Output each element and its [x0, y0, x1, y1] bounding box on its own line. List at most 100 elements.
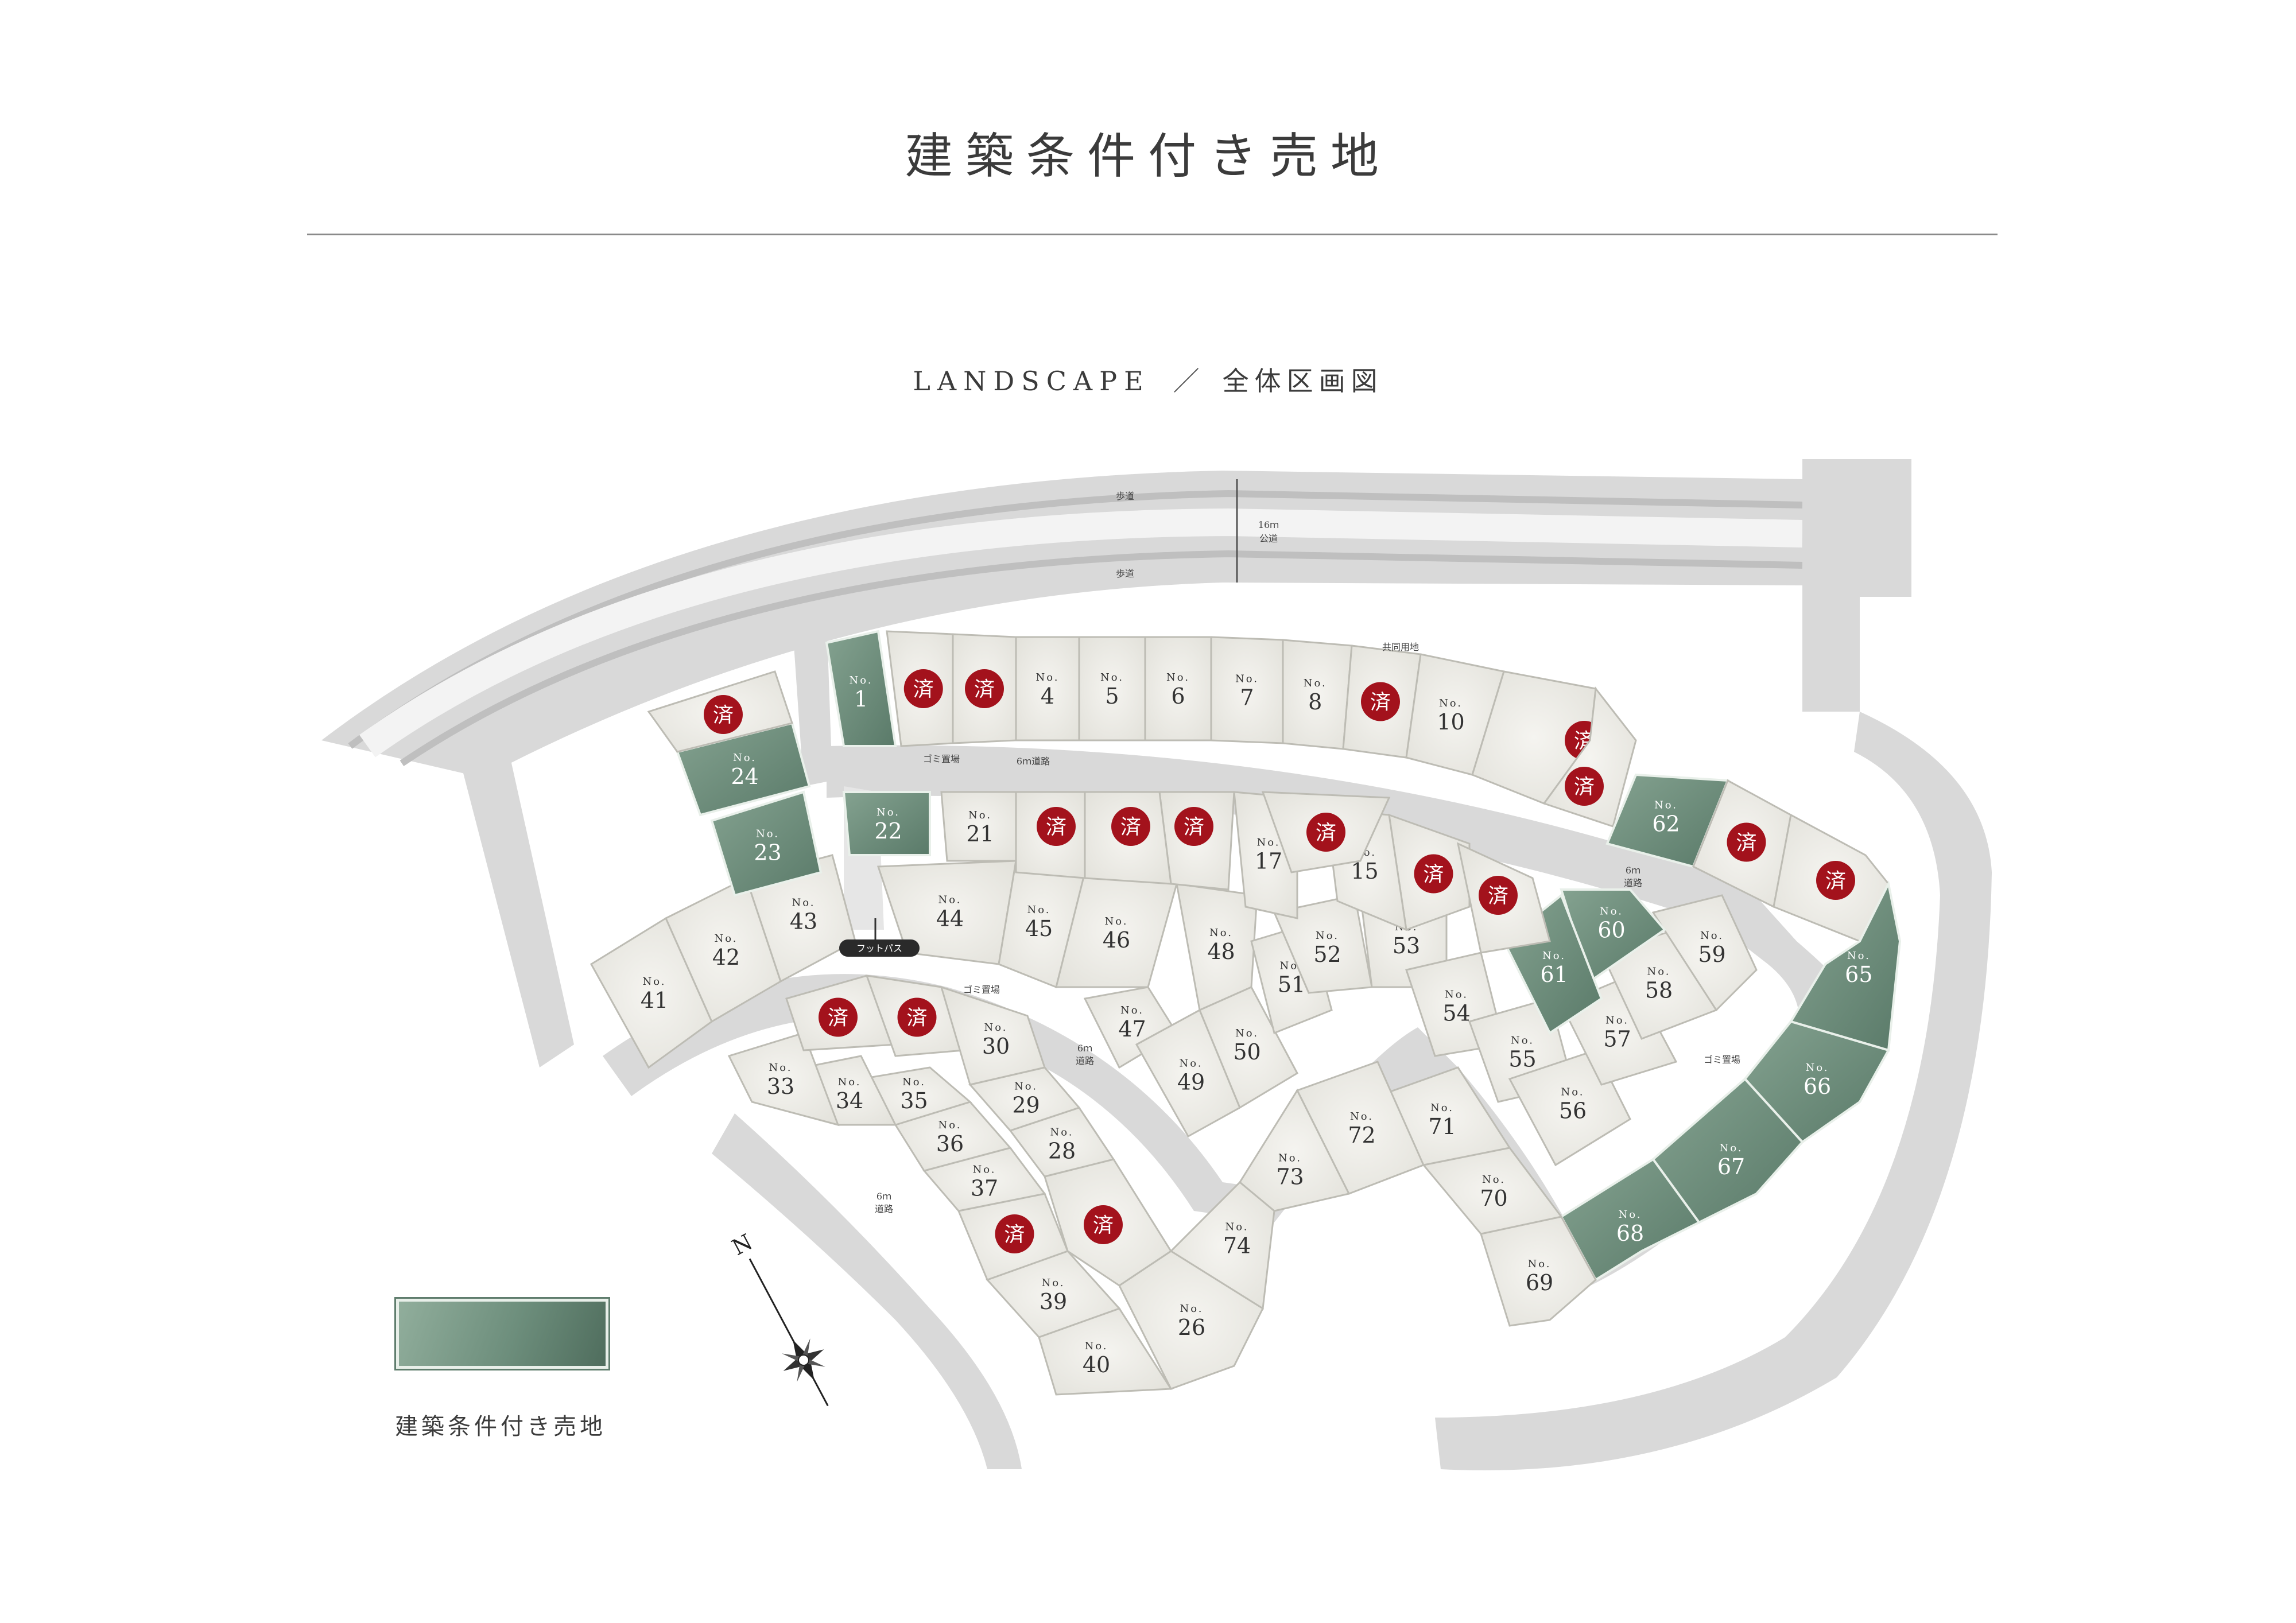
lot-number-label: 65	[1845, 962, 1872, 987]
lot-5[interactable]: No.5	[1078, 636, 1146, 741]
lot-16[interactable]: 済	[1456, 842, 1551, 954]
lot-8[interactable]: No.8	[1282, 639, 1353, 750]
lot-14[interactable]: 済	[1388, 813, 1471, 931]
lot-number-label: 10	[1437, 709, 1464, 735]
lot-prefix-label: No.	[1120, 1004, 1144, 1016]
lot-72[interactable]: No.72	[1296, 1061, 1425, 1195]
sold-badge-icon	[1816, 861, 1855, 900]
lot-number-label: 35	[900, 1088, 928, 1113]
lot-23[interactable]: No.23	[710, 790, 823, 897]
lot-1[interactable]: No.1	[825, 630, 897, 747]
lot-67[interactable]: No.67	[1651, 1077, 1804, 1224]
lot-39[interactable]: No.39	[986, 1250, 1121, 1338]
road-6m-label-south-b: 道路	[875, 1203, 893, 1214]
lot-shape	[940, 985, 1046, 1086]
lot-prefix-label: No.	[1209, 927, 1233, 939]
sold-badge-icon	[704, 695, 743, 734]
lot-7[interactable]: No.7	[1210, 636, 1284, 744]
lot-2[interactable]: 済	[886, 630, 954, 747]
lot-30[interactable]: No.30	[940, 985, 1046, 1086]
sold-badge-icon	[1361, 682, 1400, 721]
lot-20[interactable]: 済	[1084, 791, 1172, 885]
lot-66[interactable]: No.66	[1743, 1020, 1890, 1144]
lot-9[interactable]: 済	[1342, 644, 1422, 759]
lot-10[interactable]: No.10	[1405, 653, 1505, 776]
sold-badge-icon	[965, 669, 1004, 708]
lot-21[interactable]: No.21	[940, 791, 1017, 862]
sold-mark-label: 済	[1825, 869, 1846, 893]
lot-number-label: 50	[1233, 1039, 1261, 1065]
lot-prefix-label: No.	[792, 897, 816, 909]
lot-number-label: 45	[1025, 916, 1053, 941]
lot-25[interactable]: 済	[647, 670, 793, 753]
lot-number-label: 5	[1105, 684, 1119, 709]
lot-number-label: 55	[1508, 1047, 1536, 1072]
lot-prefix-label: No.	[756, 828, 779, 840]
lot-26[interactable]: No.26	[1118, 1250, 1264, 1390]
lot-18[interactable]: 済	[1261, 791, 1391, 873]
lot-prefix-label: No.	[1278, 1152, 1302, 1164]
lot-59[interactable]: No.59	[1651, 894, 1758, 1012]
lot-48[interactable]: No.48	[1176, 883, 1258, 1012]
lot-3[interactable]: 済	[952, 633, 1017, 744]
sold-badge-icon	[1414, 854, 1453, 894]
lot-number-label: 37	[971, 1176, 998, 1201]
lot-prefix-label: No.	[1036, 671, 1060, 684]
lot-74[interactable]: No.74	[1169, 1181, 1275, 1310]
lot-prefix-label: No.	[1511, 1035, 1534, 1047]
lot-36[interactable]: No.36	[894, 1101, 1012, 1172]
lot-shape	[1743, 1020, 1890, 1144]
sold-mark-label: 済	[1046, 816, 1066, 839]
lot-prefix-label: No.	[1350, 1111, 1374, 1123]
lot-prefix-label: No.	[973, 1164, 996, 1176]
lot-28[interactable]: No.28	[1009, 1106, 1115, 1178]
lot-4[interactable]: No.4	[1015, 636, 1080, 741]
lot-60[interactable]: No.60	[1560, 888, 1666, 984]
sold-mark-label: 済	[1316, 821, 1336, 845]
lot-50[interactable]: No.50	[1199, 986, 1298, 1109]
lot-63[interactable]: 済	[1692, 779, 1792, 908]
sold-mark-label: 済	[1574, 775, 1595, 799]
lot-number-label: 52	[1313, 942, 1341, 967]
lot-prefix-label: No.	[1847, 950, 1871, 962]
lot-42[interactable]: No.42	[665, 876, 782, 1023]
lot-19[interactable]: 済	[1158, 791, 1235, 891]
lot-68[interactable]: No.68	[1560, 1158, 1701, 1282]
lot-52[interactable]: No.52	[1273, 894, 1373, 994]
garbage-label-east: ゴミ置場	[1704, 1054, 1740, 1065]
lot-34[interactable]: No.34	[802, 1055, 897, 1126]
lot-prefix-label: No.	[1050, 1127, 1074, 1139]
lot-47[interactable]: No.47	[1083, 986, 1178, 1069]
lot-number-label: 39	[1040, 1289, 1067, 1314]
lot-31[interactable]: 済	[865, 974, 966, 1057]
page-title: 建築条件付き売地	[904, 128, 1391, 184]
lot-32[interactable]: 済	[785, 974, 897, 1051]
lot-number-label: 73	[1276, 1164, 1304, 1190]
lot-29[interactable]: No.29	[968, 1066, 1081, 1132]
lot-number-label: 22	[874, 818, 902, 844]
garbage-label-center: ゴミ置場	[963, 984, 1000, 995]
lot-65[interactable]: No.65	[1789, 880, 1902, 1052]
common-area-label: 共同用地	[1382, 642, 1419, 653]
lot-64[interactable]: 済	[1773, 813, 1890, 942]
lot-22[interactable]: No.22	[842, 791, 931, 856]
lot-33[interactable]: No.33	[727, 1032, 840, 1127]
lot-46[interactable]: No.46	[1055, 871, 1178, 988]
lot-prefix-label: No.	[1304, 677, 1327, 689]
lot-13[interactable]: 済	[1015, 791, 1086, 879]
compass-rose-icon: N	[728, 1229, 829, 1407]
lot-shape	[1199, 986, 1298, 1109]
lot-12[interactable]: 済	[1542, 686, 1637, 828]
lot-prefix-label: No.	[1027, 904, 1051, 916]
sold-mark-label: 済	[906, 1007, 927, 1030]
lot-6[interactable]: No.6	[1144, 636, 1212, 741]
lot-prefix-label: No.	[1100, 671, 1124, 684]
lot-prefix-label: No.	[1014, 1081, 1038, 1093]
lot-44[interactable]: No.44	[876, 860, 1017, 965]
sold-mark-label: 済	[1120, 816, 1141, 839]
lot-40[interactable]: No.40	[1038, 1307, 1173, 1396]
lot-70[interactable]: No.70	[1422, 1147, 1563, 1235]
sold-badge-icon	[1565, 767, 1604, 806]
sold-badge-icon	[1306, 813, 1345, 852]
lot-prefix-label: No.	[938, 1119, 962, 1131]
